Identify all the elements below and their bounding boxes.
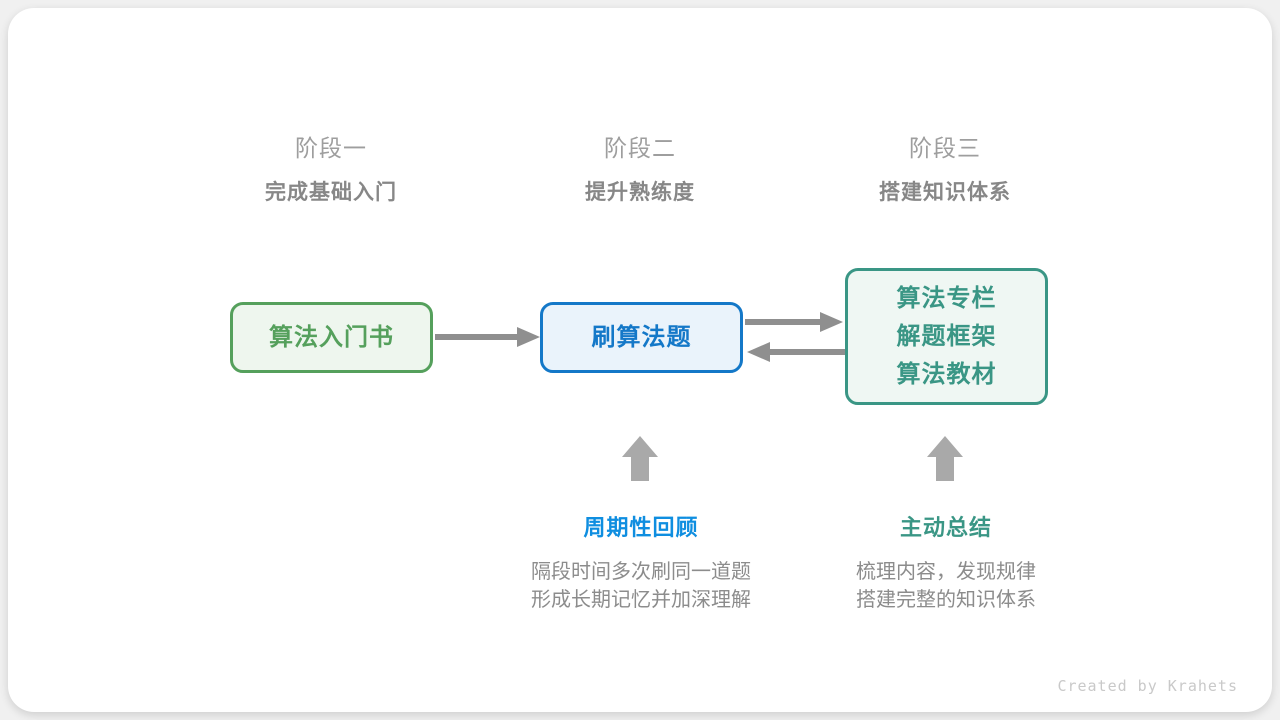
node-intro-book-label: 算法入门书: [269, 323, 394, 351]
node-knowledge-sources: 算法专栏 解题框架 算法教材: [845, 268, 1048, 405]
node-knowledge-line-1: 算法专栏: [896, 284, 997, 312]
node-knowledge-line-3: 算法教材: [896, 360, 997, 388]
stage-3-subtitle: 搭建知识体系: [879, 181, 1011, 204]
annotation-active-summary-desc: 梳理内容，发现规律 搭建完整的知识体系: [796, 558, 1096, 614]
node-knowledge-line-2: 解题框架: [896, 322, 997, 350]
annotation-active-summary-line-1: 梳理内容，发现规律: [856, 561, 1036, 583]
annotation-periodic-review-line-2: 形成长期记忆并加深理解: [531, 589, 751, 611]
annotation-periodic-review-title: 周期性回顾: [583, 515, 699, 540]
annotation-active-summary-line-2: 搭建完整的知识体系: [856, 589, 1036, 611]
annotation-active-summary-title: 主动总结: [899, 515, 992, 540]
stage-2-subtitle: 提升熟练度: [585, 181, 695, 204]
stage-2-label: 阶段二: [604, 135, 676, 161]
annotation-periodic-review-desc: 隔段时间多次刷同一道题 形成长期记忆并加深理解: [491, 558, 791, 614]
node-practice-problems-label: 刷算法题: [591, 323, 692, 351]
credit-text: Created by Krahets: [1057, 677, 1238, 695]
annotation-periodic-review-line-1: 隔段时间多次刷同一道题: [531, 561, 751, 583]
node-practice-problems: 刷算法题: [540, 302, 743, 373]
stage-3-label: 阶段三: [909, 135, 981, 161]
stage-1-subtitle: 完成基础入门: [265, 181, 397, 204]
stage-1-label: 阶段一: [295, 135, 367, 161]
node-intro-book: 算法入门书: [230, 302, 433, 373]
